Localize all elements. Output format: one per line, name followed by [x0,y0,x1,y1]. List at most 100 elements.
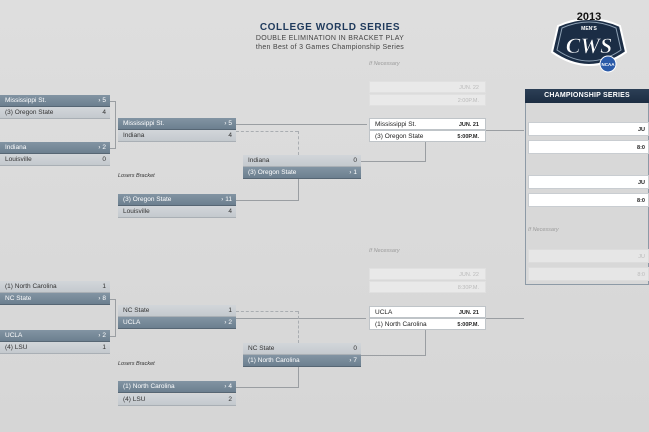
champ-game2-date[interactable]: JU [528,175,649,189]
champ-game2-time[interactable]: 8:0 [528,193,649,207]
team-name: Mississippi St. [5,97,47,104]
game-time: 2:00P.M. [457,98,479,104]
matchup-team[interactable]: NC State 1 [118,305,236,317]
team-name: NC State [248,345,275,352]
team-name: Mississippi St. [375,121,417,128]
matchup-team[interactable]: (4) LSU 2 [118,394,236,406]
team-score: 11 [225,196,232,203]
matchup-team[interactable]: Indiana 0 [243,155,361,167]
team-name: (1) North Carolina [375,321,427,328]
if-necessary-slot: JUN. 22 [369,268,486,280]
if-necessary-label: If Necessary [369,248,400,254]
losers-bracket-label: Losers Bracket [118,173,155,179]
matchup-team[interactable]: NC State›8 [0,293,110,305]
matchup-team[interactable]: (1) North Carolina›7 [243,355,361,367]
championship-title: CHAMPIONSHIP SERIES [525,89,649,103]
team-name: Louisville [5,156,32,163]
team-score: 1 [228,307,232,314]
team-score: 0 [353,157,357,164]
winner-arrow-icon: › [349,170,352,176]
team-score: 1 [102,283,106,290]
matchup-team[interactable]: Indiana 4 [118,130,236,142]
if-necessary-slot: JUN. 22 [369,81,486,93]
team-name: NC State [5,295,32,302]
champ-game3-date: JU [528,249,649,263]
winner-arrow-icon: › [98,296,101,302]
matchup-team[interactable]: Mississippi St. ›5 [118,118,236,130]
team-score: 2 [228,319,232,326]
team-name: (4) LSU [5,344,28,351]
game-date: JUN. 22 [459,272,479,278]
team-score: 1 [353,169,357,176]
final-team[interactable]: (1) North Carolina 5:00P.M. [369,318,486,330]
game-date: JUN. 21 [458,310,479,316]
game-date: JUN. 21 [458,122,479,128]
game-time: 5:00P.M. [457,322,479,328]
team-name: (1) North Carolina [248,357,300,364]
cws-logo: 2013 MEN'S CWS NCAA [550,11,628,73]
team-score: 2 [102,144,106,151]
team-name: (4) LSU [123,396,146,403]
team-name: Indiana [5,144,27,151]
team-name: UCLA [5,332,23,339]
matchup-team[interactable]: NC State 0 [243,343,361,355]
losers-bracket-label: Losers Bracket [118,361,155,367]
logo-cws: CWS [566,33,612,58]
team-name: UCLA [123,319,141,326]
team-name: (3) Oregon State [123,196,172,203]
team-name: UCLA [375,309,393,316]
matchup-team[interactable]: (1) North Carolina 1 [0,281,110,293]
winner-arrow-icon: › [224,384,227,390]
team-score: 5 [102,97,106,104]
matchup-team[interactable]: UCLA ›2 [0,330,110,342]
if-necessary-label: If Necessary [369,61,400,67]
team-score: 0 [353,345,357,352]
if-necessary-label: If Necessary [528,227,559,233]
matchup-team[interactable]: UCLA›2 [118,317,236,329]
team-name: NC State [123,307,150,314]
matchup-team[interactable]: Indiana ›2 [0,142,110,154]
game-date: JUN. 22 [459,85,479,91]
logo-year: 2013 [577,11,601,23]
team-name: Indiana [248,157,270,164]
team-name: (1) North Carolina [5,283,57,290]
team-score: 7 [353,357,357,364]
winner-arrow-icon: › [98,333,101,339]
champ-game3-time: 8:0 [528,267,649,281]
if-necessary-slot: 8:30P.M. [369,281,486,293]
matchup-team[interactable]: (3) Oregon State ›1 [243,167,361,179]
team-name: (3) Oregon State [248,169,297,176]
subtitle-line2: then Best of 3 Games Championship Series [255,44,405,51]
final-team[interactable]: Mississippi St. JUN. 21 [369,118,486,130]
matchup-team[interactable]: (3) Oregon State ›11 [118,194,236,206]
matchup-team[interactable]: Mississippi St. ›5 [0,95,110,107]
team-score: 5 [228,120,232,127]
team-score: 2 [228,396,232,403]
game-time: 8:30P.M. [457,285,479,291]
winner-arrow-icon: › [98,98,101,104]
team-name: (3) Oregon State [375,133,424,140]
team-score: 2 [102,332,106,339]
team-score: 4 [228,383,232,390]
team-name: (3) Oregon State [5,109,54,116]
champ-game1-date[interactable]: JU [528,122,649,136]
team-name: (1) North Carolina [123,383,175,390]
team-name: Indiana [123,132,145,139]
champ-game1-time[interactable]: 8:0 [528,140,649,154]
game-time: 5:00P.M. [457,134,479,140]
subtitle-line1: DOUBLE ELIMINATION IN BRACKET PLAY [255,35,405,42]
final-team[interactable]: (3) Oregon State 5:00P.M. [369,130,486,142]
winner-arrow-icon: › [221,197,224,203]
team-name: Louisville [123,208,150,215]
team-score: 4 [228,132,232,139]
if-necessary-slot: 2:00P.M. [369,94,486,106]
final-team[interactable]: UCLA JUN. 21 [369,306,486,318]
winner-arrow-icon: › [98,145,101,151]
team-name: Mississippi St. [123,120,165,127]
matchup-team[interactable]: (1) North Carolina ›4 [118,381,236,393]
winner-arrow-icon: › [224,121,227,127]
